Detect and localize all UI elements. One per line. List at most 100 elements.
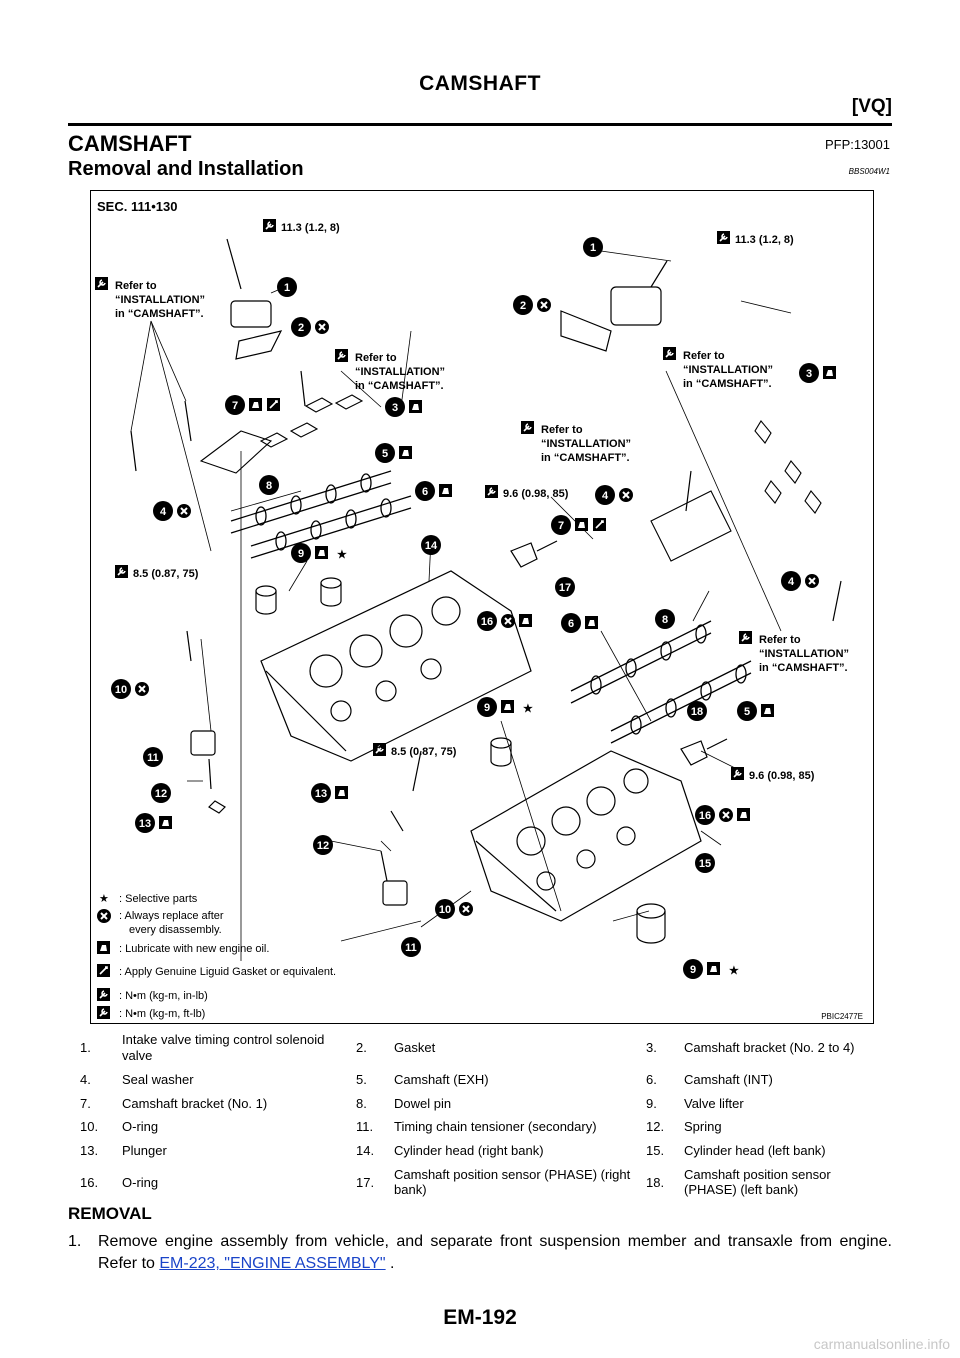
callout-10b: 10 — [435, 899, 455, 919]
svg-text:6: 6 — [422, 486, 428, 498]
callout-18: 18 — [687, 701, 707, 721]
legend-replace: : Always replace after — [119, 910, 224, 922]
callout-13b: 13 — [311, 783, 331, 803]
svg-text:Refer to: Refer to — [355, 352, 397, 364]
svg-text:Refer to: Refer to — [541, 424, 583, 436]
step-end: . — [385, 1255, 395, 1272]
legend-gasket: : Apply Genuine Liguid Gasket or equival… — [119, 966, 336, 978]
torque-label-sensor-left: 9.6 (0.98, 85) — [749, 770, 815, 782]
timing-solenoid-valve-lower — [560, 260, 668, 352]
svg-text:13: 13 — [315, 788, 327, 800]
refer-note-4: Refer to “INSTALLATION” in “CAMSHAFT”. — [520, 420, 631, 464]
svg-text:in “CAMSHAFT”.: in “CAMSHAFT”. — [355, 380, 444, 392]
callout-1b: 1 — [583, 237, 603, 257]
svg-text:9: 9 — [484, 702, 490, 714]
page-number: EM-192 — [443, 1306, 517, 1329]
header-title: CAMSHAFT — [419, 72, 541, 95]
svg-text:12: 12 — [155, 788, 167, 800]
svg-text:“INSTALLATION”: “INSTALLATION” — [683, 364, 773, 376]
svg-text:4: 4 — [788, 576, 795, 588]
section-title: CAMSHAFT — [68, 131, 192, 156]
svg-text:13: 13 — [139, 818, 151, 830]
callout-10a: 10 — [111, 679, 131, 699]
svg-text:6: 6 — [568, 618, 574, 630]
svg-text:in “CAMSHAFT”.: in “CAMSHAFT”. — [541, 452, 630, 464]
callout-6a: 6 — [415, 481, 435, 501]
refer-note-3: Refer to “INSTALLATION” in “CAMSHAFT”. — [662, 346, 773, 390]
torque-label-bolt-lower: 8.5 (0.87, 75) — [391, 746, 457, 758]
svg-text:1: 1 — [590, 242, 596, 254]
callout-2b: 2 — [513, 295, 533, 315]
svg-text:“INSTALLATION”: “INSTALLATION” — [115, 294, 205, 306]
svg-text:2: 2 — [520, 300, 526, 312]
svg-text:8: 8 — [662, 614, 668, 626]
engine-assembly-link[interactable]: EM-223, "ENGINE ASSEMBLY" — [159, 1255, 386, 1272]
callout-12b: 12 — [313, 835, 333, 855]
callout-symbols: ★ ★ ★ — [134, 297, 836, 977]
svg-text:18: 18 — [691, 706, 703, 718]
step-text: Remove engine assembly from vehicle, and… — [98, 1233, 892, 1272]
svg-text:11: 11 — [147, 752, 159, 764]
svg-text:Refer to: Refer to — [115, 280, 157, 292]
svg-text:12: 12 — [317, 840, 329, 852]
pfp-code: PFP:13001 — [824, 137, 890, 152]
svg-text:9: 9 — [690, 964, 696, 976]
callout-11b: 11 — [401, 937, 421, 957]
callout-17: 17 — [555, 577, 575, 597]
refer-note-2: Refer to “INSTALLATION” in “CAMSHAFT”. — [334, 348, 445, 392]
svg-text:7: 7 — [558, 520, 564, 532]
svg-text:4: 4 — [602, 490, 609, 502]
parts-table: 1.Intake valve timing control solenoid v… — [68, 1028, 890, 1202]
callout-9b: 9 — [477, 697, 497, 717]
svg-text:8: 8 — [266, 480, 272, 492]
callout-14: 14 — [421, 535, 441, 555]
camshafts-lower — [570, 620, 752, 744]
svg-text:3: 3 — [392, 402, 398, 414]
svg-text:Refer to: Refer to — [759, 634, 801, 646]
callout-12a: 12 — [151, 783, 171, 803]
svg-text:5: 5 — [382, 448, 388, 460]
svg-text:in “CAMSHAFT”.: in “CAMSHAFT”. — [683, 378, 772, 390]
callout-8a: 8 — [259, 475, 279, 495]
callout-15: 15 — [695, 853, 715, 873]
svg-text:5: 5 — [744, 706, 750, 718]
refer-note-1: Refer to “INSTALLATION” in “CAMSHAFT”. — [94, 276, 205, 320]
chain-tensioners — [190, 730, 408, 906]
callout-4b: 4 — [595, 485, 615, 505]
callout-6b: 6 — [561, 613, 581, 633]
svg-text:16: 16 — [481, 616, 493, 628]
callout-13a: 13 — [135, 813, 155, 833]
legend-torque-inlb: : N•m (kg-m, in-lb) — [119, 990, 208, 1002]
legend-selective: : Selective parts — [119, 893, 198, 905]
subsection-title: Removal and Installation — [68, 158, 304, 180]
svg-text:2: 2 — [298, 322, 304, 334]
sec-label: SEC. 111•130 — [97, 199, 177, 214]
cylinder-head-left-bank — [470, 750, 702, 922]
camshaft-brackets — [199, 394, 822, 562]
svg-text:10: 10 — [439, 904, 451, 916]
figure-code: PBIC2477E — [821, 1012, 863, 1021]
legend-torque-ftlb: : N•m (kg-m, ft-lb) — [119, 1008, 205, 1020]
table-row: 13.Plunger 14.Cylinder head (right bank)… — [80, 1142, 826, 1158]
table-row: 16.O-ring 17.Camshaft position sensor (P… — [80, 1166, 831, 1198]
svg-text:“INSTALLATION”: “INSTALLATION” — [759, 648, 849, 660]
callout-5a: 5 — [375, 443, 395, 463]
legend-oil: : Lubricate with new engine oil. — [119, 943, 269, 955]
svg-text:“INSTALLATION”: “INSTALLATION” — [355, 366, 445, 378]
torque-label-top-left: 11.3 (1.2, 8) — [281, 222, 340, 234]
svg-text:10: 10 — [115, 684, 127, 696]
svg-text:11: 11 — [405, 942, 417, 954]
callout-2a: 2 — [291, 317, 311, 337]
camshaft-sensors — [510, 540, 728, 766]
svg-text:14: 14 — [425, 540, 438, 552]
header-subtitle: [VQ] — [851, 96, 892, 117]
svg-text:4: 4 — [160, 506, 167, 518]
svg-text:in “CAMSHAFT”.: in “CAMSHAFT”. — [759, 662, 848, 674]
cylinder-head-right-bank — [260, 570, 532, 762]
svg-text:Refer to: Refer to — [683, 350, 725, 362]
svg-text:in “CAMSHAFT”.: in “CAMSHAFT”. — [115, 308, 204, 320]
callout-16a: 16 — [477, 611, 497, 631]
svg-text:17: 17 — [559, 582, 571, 594]
svg-text:7: 7 — [232, 400, 238, 412]
callout-5b: 5 — [737, 701, 757, 721]
